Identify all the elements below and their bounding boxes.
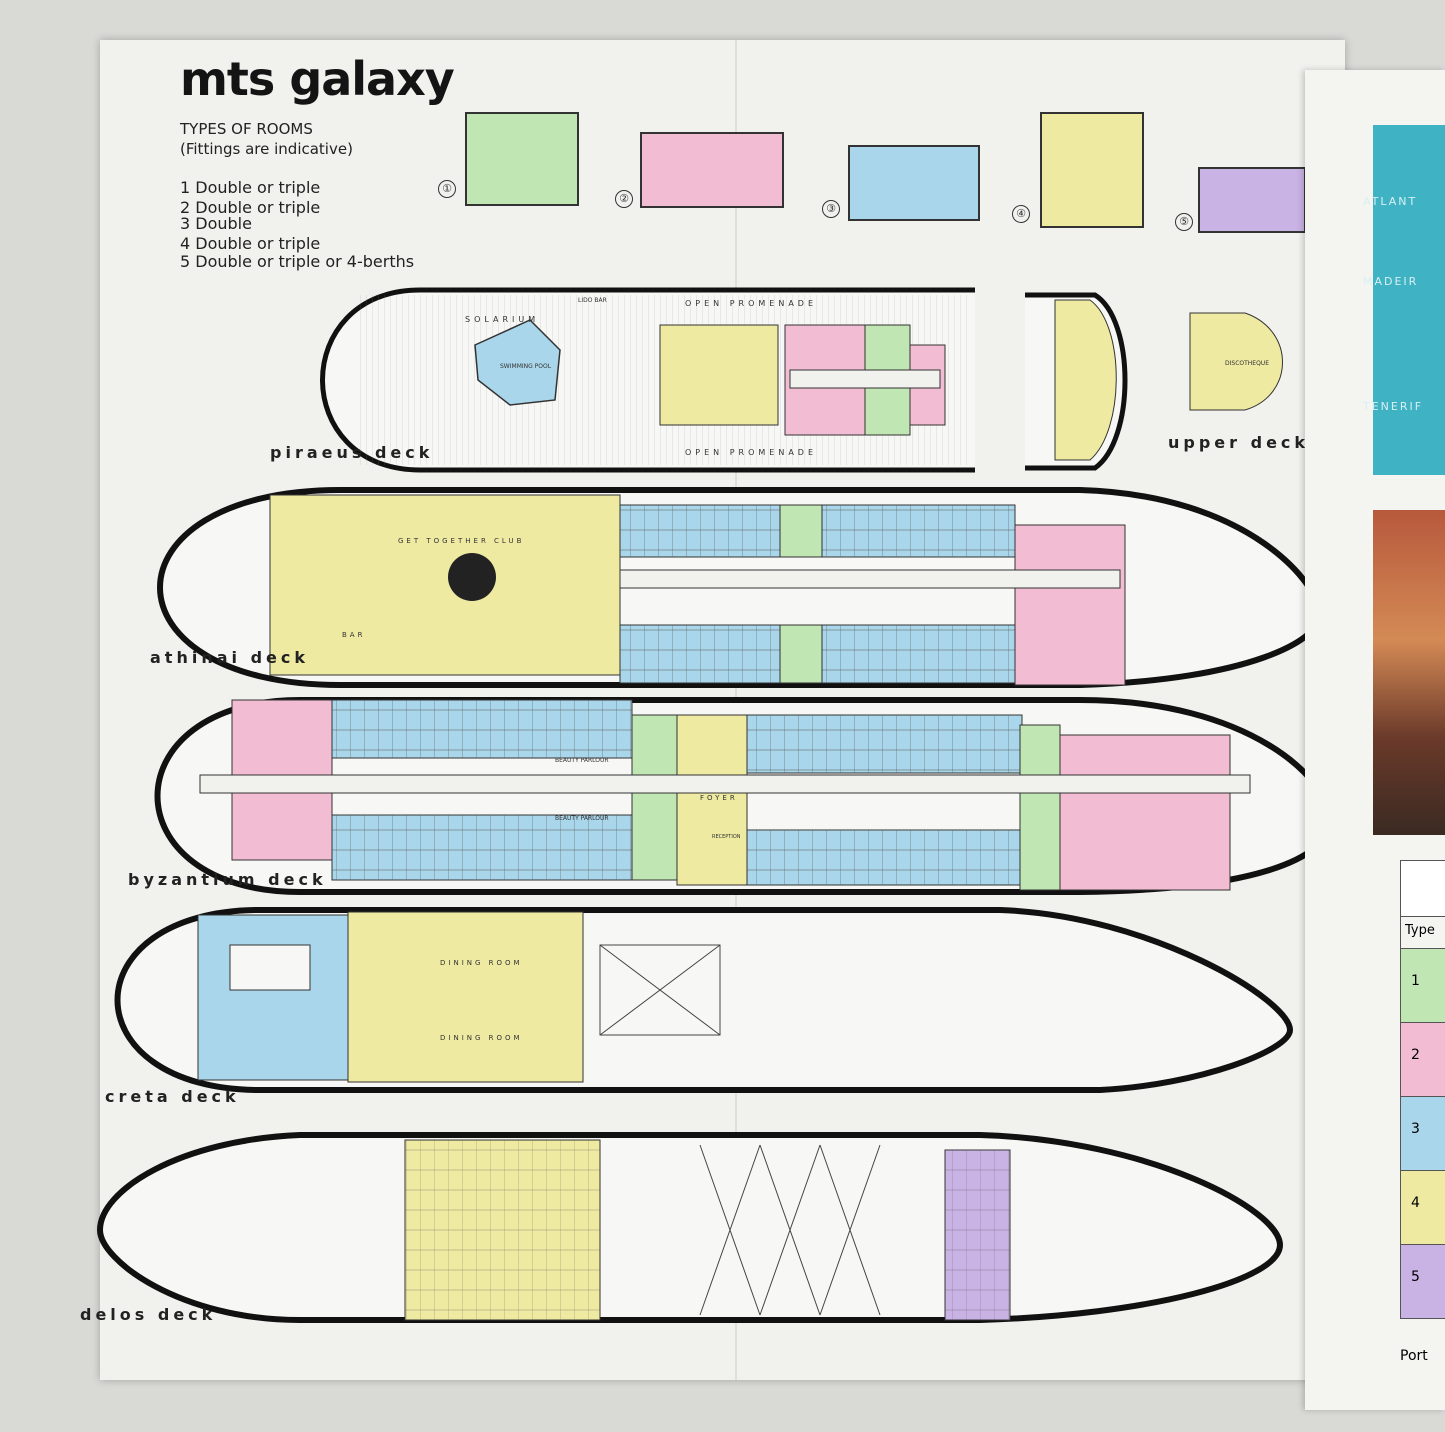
room-type-swatch-1: [465, 112, 579, 206]
discotheque-label: DISCOTHEQUE: [1225, 360, 1269, 367]
swimming-pool-label: SWIMMING POOL: [500, 363, 552, 370]
room-type-1: 1 Double or triple: [180, 178, 321, 197]
room-type-5: 5 Double or triple or 4-berths: [180, 252, 415, 271]
open-promenade-top-label: OPEN PROMENADE: [685, 299, 817, 308]
room-type-swatch-2: [640, 132, 784, 208]
open-promenade-bottom-label: OPEN PROMENADE: [685, 448, 817, 457]
discotheque: [1189, 312, 1283, 411]
creta-deck-plan: DINING ROOM DINING ROOM: [114, 907, 1294, 1093]
flap-footer: Port: [1400, 1348, 1428, 1364]
swimming-pool: [474, 319, 561, 406]
room-types-title: TYPES OF ROOMS: [180, 120, 313, 138]
price-row-5: 5: [1400, 1245, 1445, 1319]
price-table-head: Type: [1400, 917, 1445, 949]
deck-label-byzantium: byzantium deck: [128, 870, 327, 889]
dining-room-top-label: DINING ROOM: [440, 959, 523, 967]
foyer-label: FOYER: [700, 794, 738, 802]
swatch-number-1: ①: [438, 180, 456, 198]
swatch-number-2: ②: [615, 190, 633, 208]
beauty-parlour-bottom-label: BEAUTY PARLOUR: [555, 815, 609, 822]
beauty-parlour-top-label: BEAUTY PARLOUR: [555, 757, 609, 764]
get-together-club-label: GET TOGETHER CLUB: [398, 537, 524, 545]
dining-room-bottom-label: DINING ROOM: [440, 1034, 523, 1042]
room-type-4: 4 Double or triple: [180, 234, 321, 253]
price-table: Type 1 2 3 4 5: [1400, 860, 1445, 1319]
reception-label: RECEPTION: [712, 834, 741, 840]
delos-deck-plan: [96, 1132, 1284, 1323]
ship-logo: mts galaxy: [180, 52, 455, 106]
byzantium-deck-plan: BEAUTY PARLOUR BEAUTY PARLOUR FOYER RECE…: [154, 697, 1334, 895]
room-type-3: 3 Double: [180, 214, 252, 233]
deck-label-creta: creta deck: [105, 1087, 240, 1106]
deck-label-piraeus: piraeus deck: [270, 443, 434, 462]
price-row-2: 2: [1400, 1023, 1445, 1097]
solarium-label: SOLARIUM: [465, 315, 539, 324]
room-type-swatch-5: [1198, 167, 1306, 233]
lido-bar-label: LIDO BAR: [578, 297, 607, 304]
deck-label-athinai: athinai deck: [150, 648, 309, 667]
upper-deck-plan: DISCOTHEQUE: [1025, 292, 1283, 471]
place-madeira: MADEIR: [1363, 275, 1419, 288]
bar-label: BAR: [342, 631, 365, 639]
swatch-number-5: ⑤: [1175, 213, 1193, 231]
place-atlantic: ATLANT: [1363, 195, 1418, 208]
piraeus-deck-plan: OPEN PROMENADE OPEN PROMENADE SOLARIUM S…: [320, 287, 975, 473]
athinai-deck-plan: GET TOGETHER CLUB BAR: [157, 487, 1324, 688]
deck-label-upper: upper deck: [1168, 433, 1310, 452]
price-row-1: 1: [1400, 949, 1445, 1023]
price-row-3: 3: [1400, 1097, 1445, 1171]
place-tenerife: TENERIF: [1363, 400, 1424, 413]
deck-label-delos: delos deck: [80, 1305, 217, 1324]
room-types-subtitle: (Fittings are indicative): [180, 140, 353, 158]
brochure-flap: ATLANT MADEIR TENERIF Type 1 2 3 4 5 Por…: [1305, 70, 1445, 1410]
room-type-swatch-3: [848, 145, 980, 221]
room-type-2: 2 Double or triple: [180, 198, 321, 217]
map-panel: [1373, 125, 1445, 475]
interior-photo: [1373, 510, 1445, 835]
swatch-number-3: ③: [822, 200, 840, 218]
price-row-4: 4: [1400, 1171, 1445, 1245]
room-type-swatch-4: [1040, 112, 1144, 228]
swatch-number-4: ④: [1012, 205, 1030, 223]
